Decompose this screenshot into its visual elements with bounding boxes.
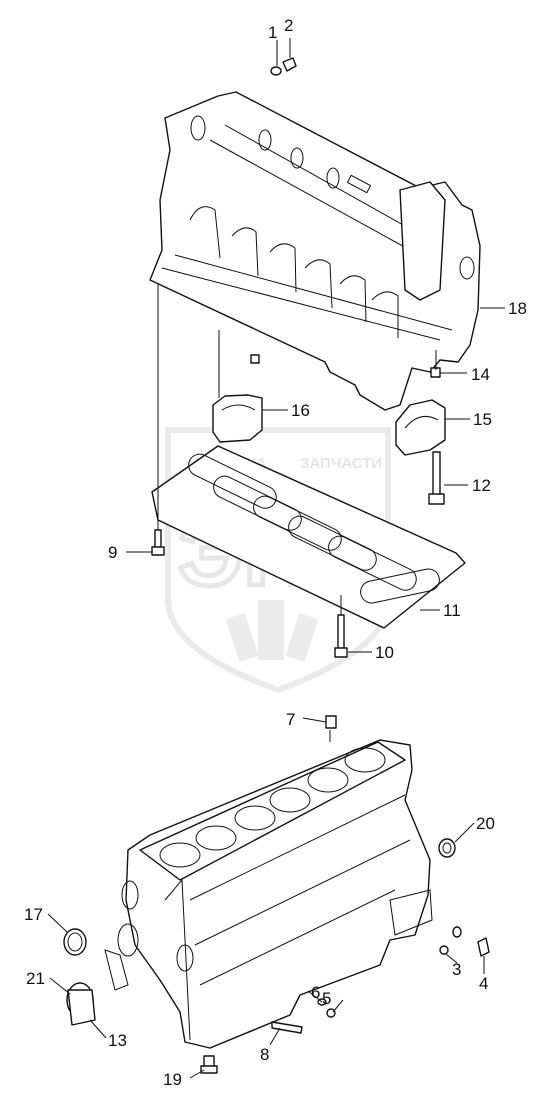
callout-17: 17 xyxy=(24,905,43,924)
bolt-part-8 xyxy=(271,1021,303,1034)
seal-part-13 xyxy=(66,982,96,1026)
watermark-right-text: ЗАПЧАСТИ xyxy=(300,455,382,472)
callout-19: 19 xyxy=(163,1070,182,1089)
bolt-part-19 xyxy=(200,1055,218,1074)
leader-lines xyxy=(47,38,505,1079)
callout-15: 15 xyxy=(473,410,492,429)
seal-ring-part-20 xyxy=(438,838,456,858)
watermark-tower-icon xyxy=(225,600,319,662)
callout-9: 9 xyxy=(108,543,117,562)
assembly-guide-lines xyxy=(157,284,437,742)
callout-labels: 1 2 18 16 14 15 12 9 11 10 7 20 17 21 13… xyxy=(24,16,527,1089)
callout-10: 10 xyxy=(375,643,394,662)
bearing-cap-part-16 xyxy=(212,354,263,443)
bolt-part-9 xyxy=(151,529,165,556)
callout-16: 16 xyxy=(291,401,310,420)
callout-13: 13 xyxy=(108,1031,127,1050)
plug-part-5 xyxy=(326,1008,336,1018)
plug-part-2 xyxy=(282,57,297,72)
callout-12: 12 xyxy=(472,476,491,495)
bolt-part-10 xyxy=(334,614,348,658)
callout-20: 20 xyxy=(476,814,495,833)
plug-part-7 xyxy=(325,715,337,729)
callout-7: 7 xyxy=(286,710,295,729)
callout-3: 3 xyxy=(452,960,461,979)
seal-ring-part-17 xyxy=(63,928,87,956)
callout-4: 4 xyxy=(479,974,488,993)
callout-14: 14 xyxy=(471,365,490,384)
callout-6: 6 xyxy=(311,983,320,1002)
callout-5: 5 xyxy=(322,989,331,1008)
callout-21: 21 xyxy=(26,969,45,988)
cylinder-block xyxy=(104,739,433,1049)
bolt-part-12 xyxy=(428,451,445,505)
callout-1: 1 xyxy=(268,23,277,42)
seal-ring-part-1 xyxy=(270,66,282,76)
callout-11: 11 xyxy=(443,601,461,620)
plug-part-4 xyxy=(477,937,490,957)
bearing-carrier-part-18 xyxy=(149,91,481,411)
seal-ring-part-3a xyxy=(452,926,462,938)
callout-8: 8 xyxy=(260,1045,269,1064)
bolt-part-3 xyxy=(439,945,449,955)
callout-2: 2 xyxy=(284,16,293,35)
callout-18: 18 xyxy=(508,299,527,318)
